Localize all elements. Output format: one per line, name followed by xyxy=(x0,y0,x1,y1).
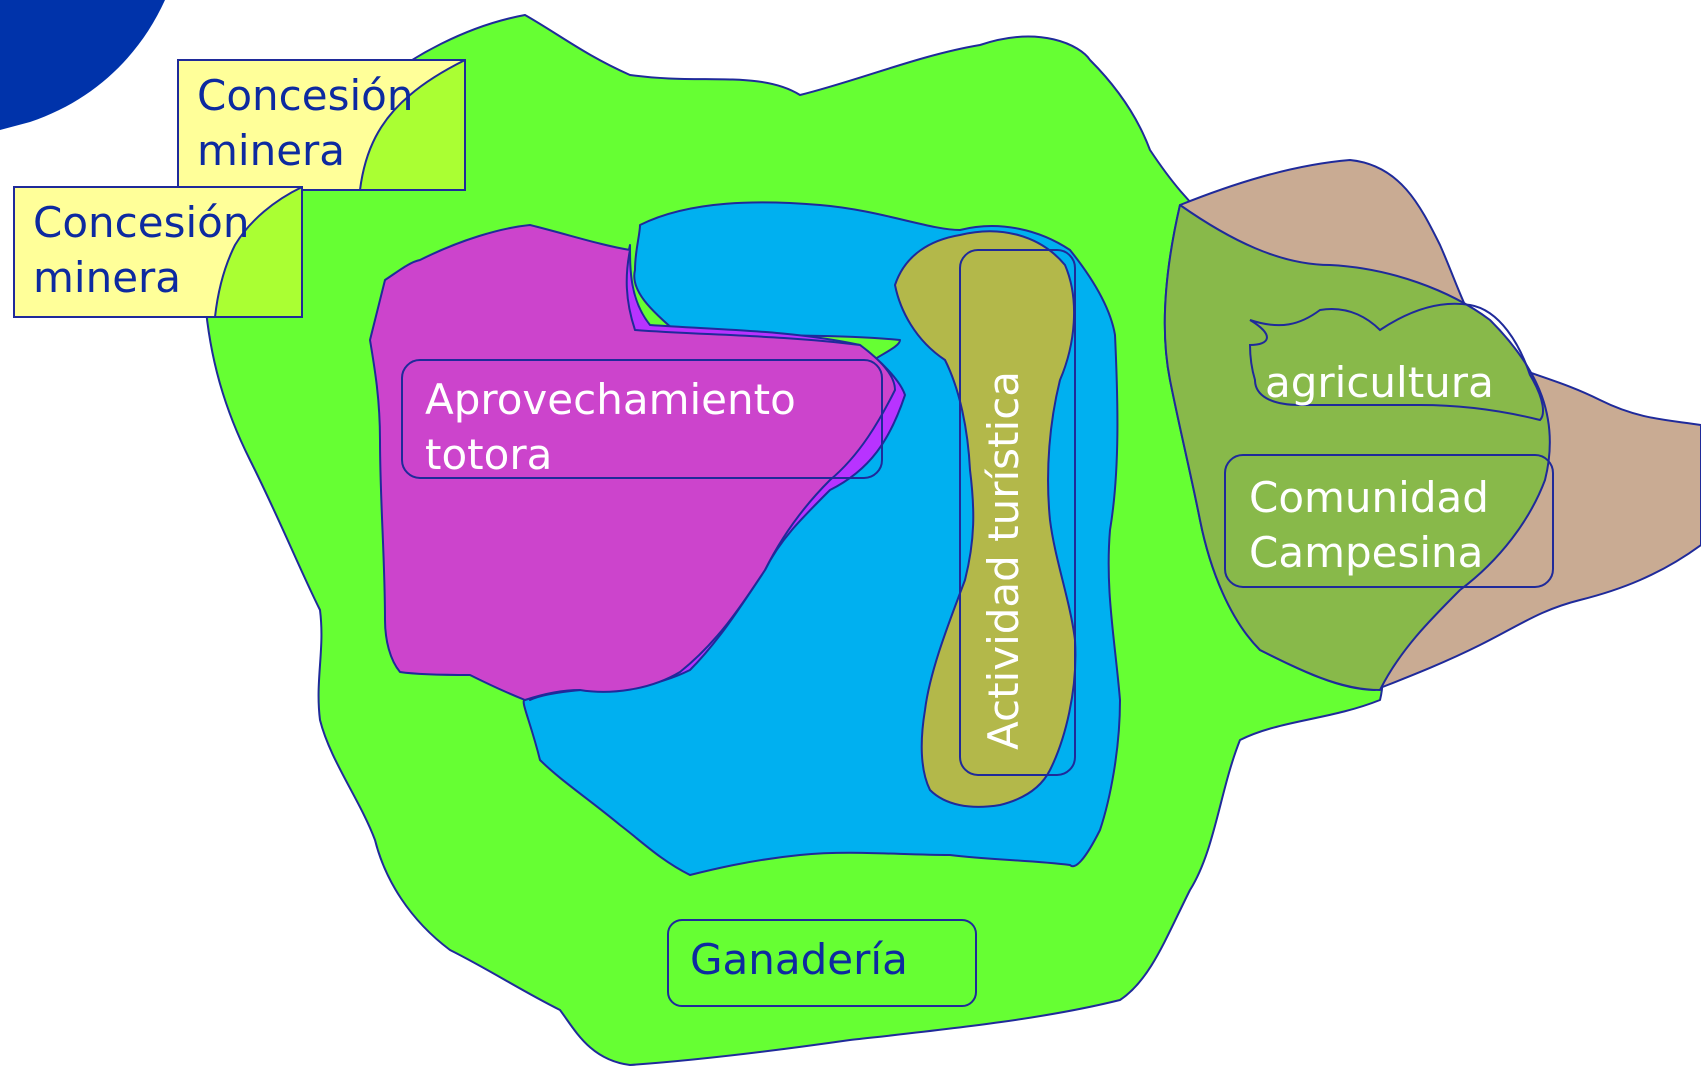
ganaderia-label-frame xyxy=(667,919,977,1007)
totora-region xyxy=(369,224,896,701)
agricultura-label: agricultura xyxy=(1265,358,1494,407)
mining-concession-1-frame xyxy=(177,59,466,191)
ganaderia-edge-1 xyxy=(359,59,466,191)
totora-label-frame xyxy=(401,359,883,479)
mining-concession-1-overlap xyxy=(360,60,465,190)
comunidad-label-frame xyxy=(1224,454,1554,588)
mining-concession-1-label: Concesión minera xyxy=(197,71,427,175)
ganaderia-edge-2 xyxy=(214,186,303,318)
turismo-label: Actividad turística xyxy=(979,371,1028,750)
turismo-region xyxy=(894,230,1077,808)
agricultura-plot-outline xyxy=(1248,302,1544,422)
mining-concession-2-overlap xyxy=(215,187,302,317)
corner-accent-shape xyxy=(0,0,165,130)
agricultura-region xyxy=(1163,204,1551,691)
mining-concession-2-label: Concesión minera xyxy=(33,198,263,302)
ganaderia-label: Ganadería xyxy=(690,935,908,984)
totora-label: Aprovechamiento totora xyxy=(425,375,809,479)
turismo-label-frame xyxy=(959,249,1076,776)
comunidad-campesina-label: Comunidad Campesina xyxy=(1249,473,1502,577)
mining-concession-2-frame xyxy=(13,186,303,318)
